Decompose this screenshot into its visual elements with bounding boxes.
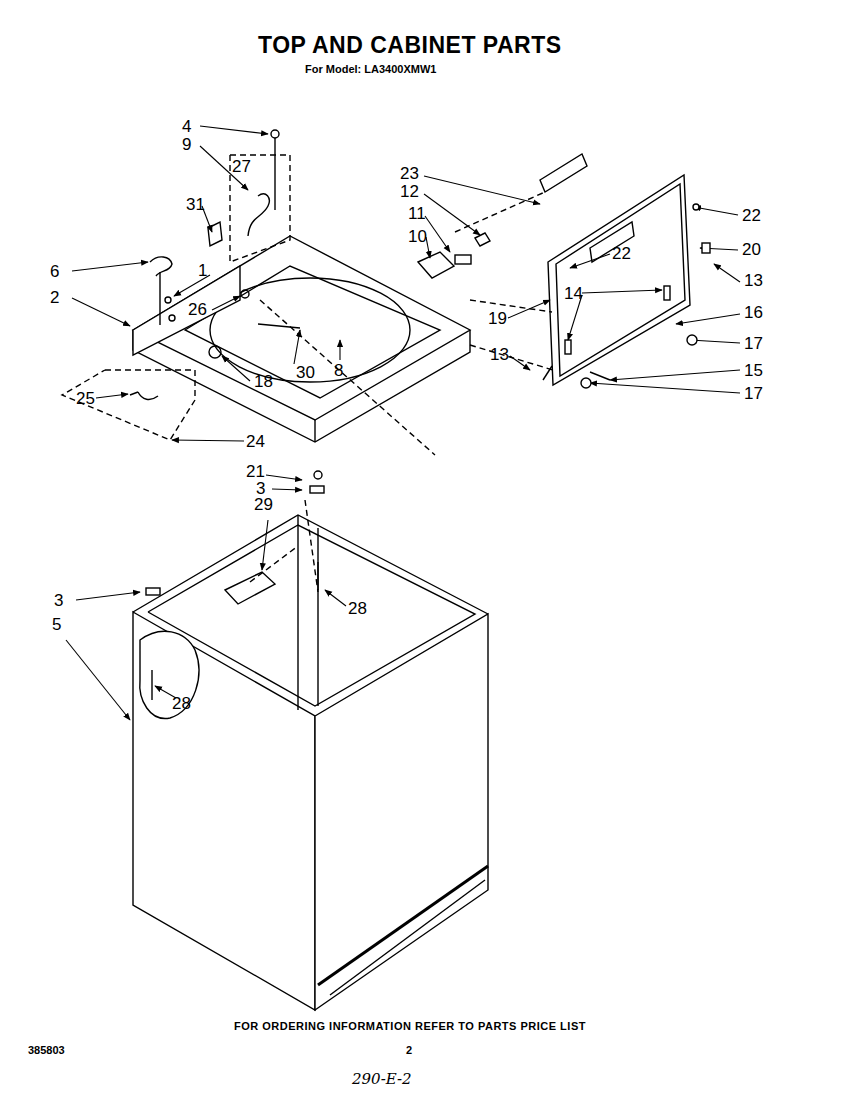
diagram-title: TOP AND CABINET PARTS	[258, 34, 562, 57]
page-number: 2	[406, 1045, 412, 1056]
callout-number: 2	[50, 289, 59, 306]
callout-number: 3	[256, 480, 265, 497]
callout-number: 9	[182, 136, 191, 153]
small-fastener	[146, 204, 710, 700]
callout-number: 11	[408, 205, 426, 222]
callout-number: 17	[744, 385, 763, 402]
callout-number: 6	[50, 263, 59, 280]
callout-number: 8	[334, 362, 343, 379]
callout-number: 30	[296, 364, 315, 381]
callout-number: 13	[744, 272, 763, 289]
callout-number: 21	[246, 463, 265, 480]
callout-number: 22	[612, 245, 631, 262]
callout-number: 14	[564, 285, 583, 302]
callout-number: 29	[254, 496, 273, 513]
callout-number: 20	[742, 241, 761, 258]
callout-number: 18	[254, 373, 273, 390]
callout-number: 24	[246, 433, 265, 450]
callout-number: 13	[490, 346, 509, 363]
callout-number: 28	[172, 695, 191, 712]
callout-number: 12	[400, 183, 419, 200]
leader-line	[66, 126, 740, 720]
washer-top	[130, 130, 490, 442]
callout-number: 15	[744, 362, 763, 379]
model-number: For Model: LA3400XMW1	[305, 64, 436, 75]
callout-number: 23	[400, 165, 419, 182]
callout-number: 5	[52, 616, 61, 633]
lid-alignment-line	[455, 192, 553, 370]
callout-number: 27	[232, 158, 251, 175]
callout-number: 22	[742, 207, 761, 224]
page-code: 385803	[28, 1045, 65, 1056]
callout-number: 25	[76, 390, 95, 407]
ordering-note: FOR ORDERING INFORMATION REFER TO PARTS …	[234, 1021, 586, 1032]
washer-lid	[540, 154, 690, 385]
callout-number: 28	[348, 600, 367, 617]
handwritten-note: 290-E-2	[352, 1072, 412, 1087]
callout-number: 31	[186, 196, 205, 213]
callout-number: 10	[408, 228, 427, 245]
cabinet	[133, 515, 488, 1010]
callout-number: 3	[54, 592, 63, 609]
callout-number: 1	[198, 262, 207, 279]
callout-number: 4	[182, 118, 191, 135]
callout-number: 17	[744, 335, 763, 352]
group-bracket	[62, 155, 435, 592]
callout-number: 19	[488, 310, 507, 327]
callout-number: 16	[744, 304, 763, 321]
callout-number: 26	[188, 301, 207, 318]
